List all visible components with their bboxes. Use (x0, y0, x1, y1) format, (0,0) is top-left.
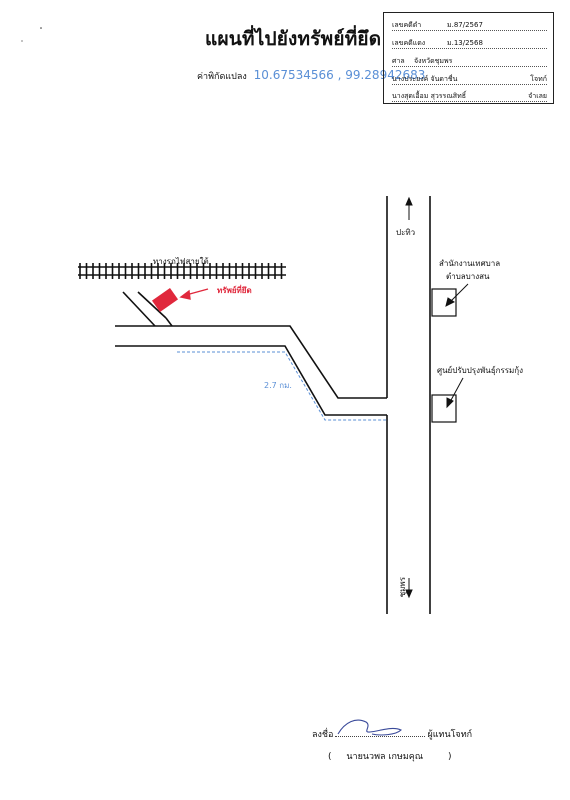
north-arrow-icon (405, 196, 413, 220)
distance-label: 2.7 กม. (264, 381, 292, 390)
defendant-name: นางสุดเอื้อม สุวรรณสิทธิ์ (392, 92, 466, 100)
black-case-row: เลขคดีดำ ม.87/2567 (392, 21, 547, 31)
coordinate-label: ค่าพิกัดแปลง (197, 72, 247, 82)
distance-route (177, 351, 387, 421)
plaintiff-role: โจทก์ (530, 75, 547, 83)
plaintiff-row: นางประยงค์ จันดาชื่น โจทก์ (392, 75, 547, 85)
signature-dots (335, 736, 426, 737)
signature-prefix: ลงชื่อ (312, 730, 334, 740)
main-highway (386, 196, 431, 614)
office-label-line1: สำนักงานเทศบาล (439, 259, 501, 268)
coordinate-value: 10.67534566 , 99.28942683 (253, 68, 426, 82)
plaintiff-name: นางประยงค์ จันดาชื่น (392, 75, 458, 83)
office-pointer-icon (445, 283, 469, 307)
center-pointer-icon (446, 377, 464, 409)
close-paren: ) (448, 752, 452, 762)
property-parcel (151, 287, 179, 313)
signature-line: ลงชื่อ ผู้แทนโจทก์ (312, 727, 472, 741)
case-info-box: เลขคดีดำ ม.87/2567 เลขคดีแดง ม.13/2568 ศ… (383, 12, 554, 104)
property-label: ทรัพย์ที่ยึด (217, 286, 252, 295)
open-paren: ( (328, 752, 332, 762)
signer-name: นายนวพล เกษมคุณ (346, 752, 424, 762)
office-label-line2: ตำบลบางสน (446, 272, 490, 281)
south-arrow-icon (405, 578, 413, 599)
court-label: ศาล (392, 57, 405, 65)
red-case-row: เลขคดีแดง ม.13/2568 (392, 39, 547, 49)
railway-label: ทางรถไฟสายใต้ (153, 257, 209, 266)
shrimp-center-label: ศูนย์ปรับปรุงพันธุ์กรรมกุ้ง (437, 366, 524, 375)
defendant-role: จำเลย (528, 92, 547, 100)
property-arrow-icon (179, 288, 209, 300)
defendant-row: นางสุดเอื้อม สุวรรณสิทธิ์ จำเลย (392, 92, 547, 102)
red-case-value: ม.13/2568 (447, 39, 483, 47)
signature-scribble (337, 719, 402, 736)
shrimp-center-landmark (431, 394, 457, 423)
signer-name-line: ( นายนวพล เกษมคุณ ) (328, 749, 452, 763)
stray-mark (40, 27, 42, 29)
side-road (115, 291, 387, 416)
signature-role: ผู้แทนโจทก์ (427, 730, 473, 740)
railway-ties (79, 263, 283, 279)
black-case-label: เลขคดีดำ (392, 21, 422, 29)
page-title: แผนที่ไปยังทรัพย์ที่ยึด (205, 28, 382, 50)
court-row: ศาล จังหวัดชุมพร (392, 57, 547, 67)
stray-mark (21, 40, 23, 42)
court-value: จังหวัดชุมพร (414, 57, 453, 65)
south-label: ชุมพร (398, 577, 407, 598)
coordinate-line: ค่าพิกัดแปลง 10.67534566 , 99.28942683 (197, 68, 425, 83)
black-case-value: ม.87/2567 (447, 21, 483, 29)
red-case-label: เลขคดีแดง (392, 39, 426, 47)
north-label: ปะทิว (396, 228, 416, 237)
